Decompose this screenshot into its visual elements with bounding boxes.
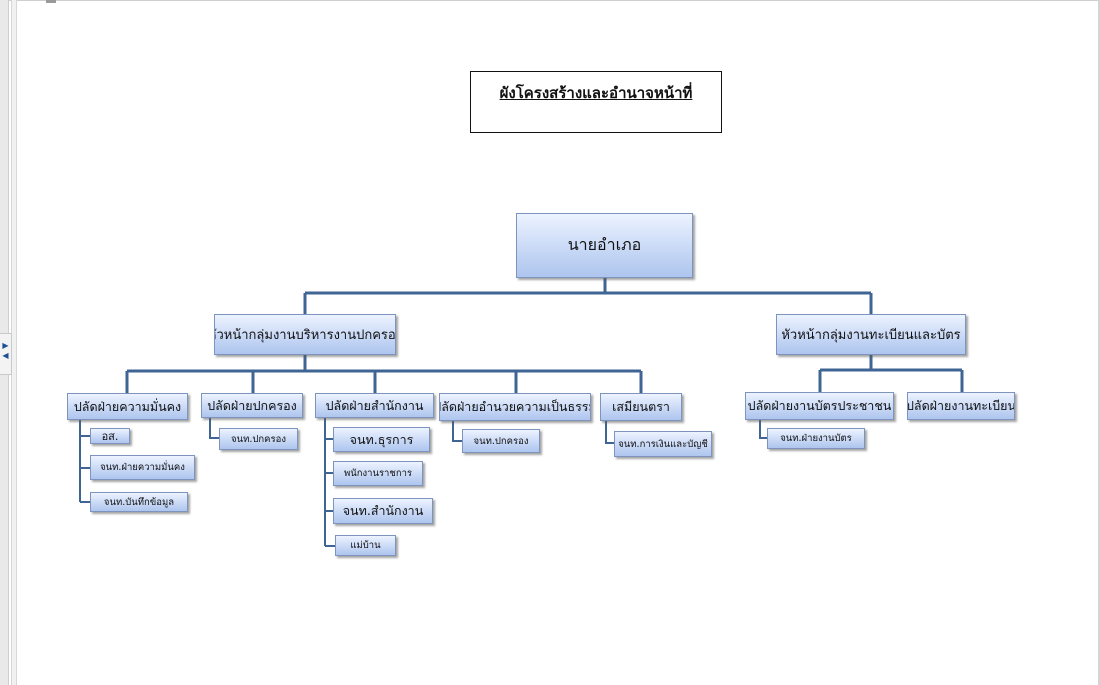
node-section-clerk: เสมียนตรา <box>600 393 682 421</box>
window-top-edge <box>0 0 1100 1</box>
node-section-governance: ปลัดฝ่ายปกครอง <box>201 393 303 418</box>
node-staff-finance: จนท.การเงินและบัญชี <box>614 431 712 457</box>
node-staff-idcard-officer: จนท.ฝ่ายงานบัตร <box>767 428 865 449</box>
node-staff-volunteer: อส. <box>90 428 130 444</box>
collapse-arrows-icon: ▶◀ <box>2 341 9 360</box>
sidebar-collapse-handle[interactable]: ▶◀ <box>0 333 12 375</box>
connector-top <box>303 278 873 314</box>
node-staff-governance-officer: จนท.ปกครอง <box>219 428 298 450</box>
node-section-idcard: ปลัดฝ่ายงานบัตรประชาชน <box>745 392 894 420</box>
node-staff-gov-employee: พนักงานราชการ <box>333 461 423 486</box>
chart-title-box: ผังโครงสร้างและอำนาจหน้าที่ <box>470 71 722 133</box>
connector-governance-staff <box>209 418 219 439</box>
node-section-justice: ปลัดฝ่ายอำนวยความเป็นธรรม <box>439 393 591 421</box>
connector-idcard-staff <box>759 420 767 439</box>
connector-justice-staff <box>452 421 462 442</box>
node-head-registry: หัวหน้ากลุ่มงานทะเบียนและบัตร <box>776 314 966 355</box>
connector-clerk-staff <box>605 421 614 444</box>
node-staff-admin-clerk: จนท.ธุรการ <box>333 427 430 452</box>
connector-admin <box>125 355 643 393</box>
node-staff-justice-officer: จนท.ปกครอง <box>462 429 540 453</box>
connector-office-staff <box>324 418 335 547</box>
connector-registry <box>818 355 964 392</box>
connector-security-staff <box>79 420 90 503</box>
page-tab-marker <box>46 0 56 3</box>
node-staff-data-entry: จนท.บันทึกข้อมูล <box>90 492 188 512</box>
node-section-security: ปลัดฝ่ายความมั่นคง <box>67 393 188 420</box>
node-section-office: ปลัดฝ่ายสำนักงาน <box>315 393 434 418</box>
node-staff-office-officer: จนท.สำนักงาน <box>333 498 433 524</box>
node-staff-security-officer: จนท.ฝ่ายความมั่นคง <box>90 455 195 480</box>
right-scrollbar-edge[interactable] <box>1098 0 1100 685</box>
node-district-chief: นายอำเภอ <box>516 213 693 278</box>
node-staff-housekeeper: แม่บ้าน <box>335 535 396 556</box>
node-head-admin: หัวหน้ากลุ่มงานบริหารงานปกครอง <box>214 314 396 355</box>
chart-title: ผังโครงสร้างและอำนาจหน้าที่ <box>499 84 693 102</box>
node-section-civil-registry: ปลัดฝ่ายงานทะเบียน <box>907 392 1015 420</box>
